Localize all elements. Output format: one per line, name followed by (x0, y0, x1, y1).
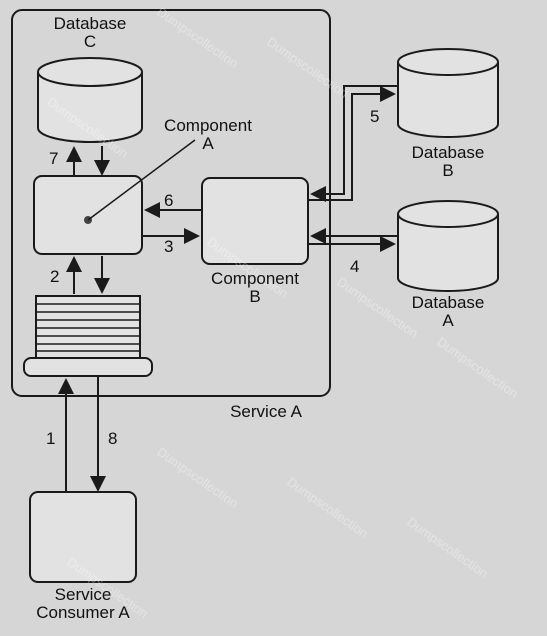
component-a-label: Component A (164, 116, 252, 153)
step-6: 6 (164, 191, 174, 210)
component-a-pointer (87, 139, 196, 221)
database-a-cylinder (397, 200, 499, 292)
step-3: 3 (164, 237, 174, 256)
database-c-cylinder (37, 57, 143, 143)
database-b-label: Database B (411, 143, 485, 180)
step-2: 2 (50, 267, 60, 286)
service-contract-stack (23, 295, 153, 377)
component-b-box (201, 177, 309, 265)
service-consumer-box (29, 491, 137, 583)
database-c-label: Database C (53, 14, 127, 51)
service-a-boundary (11, 9, 331, 397)
component-b-label: Component B (211, 269, 299, 306)
service-consumer-label: Service Consumer A (36, 585, 130, 622)
step-7: 7 (49, 149, 59, 168)
service-a-label: Service A (230, 402, 302, 421)
component-a-box (33, 175, 143, 255)
arrow-5 (308, 86, 396, 201)
arrow-b-back (310, 85, 398, 202)
step-8: 8 (108, 429, 118, 448)
database-a-label: Database A (411, 293, 485, 330)
step-5: 5 (370, 107, 380, 126)
step-1: 1 (46, 429, 56, 448)
step-4: 4 (350, 257, 360, 276)
database-b-cylinder (397, 48, 499, 138)
